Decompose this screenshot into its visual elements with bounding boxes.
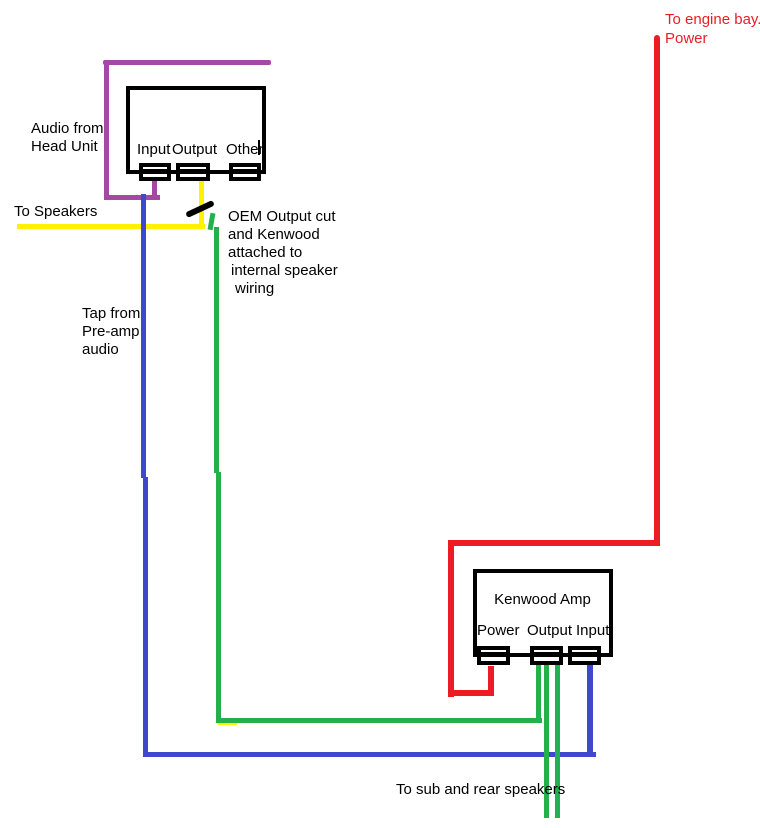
head-unit-box: Input Output Other bbox=[126, 86, 266, 174]
to-sub-label: To sub and rear speakers bbox=[396, 781, 566, 798]
blue-wire-upper-vertical bbox=[141, 194, 146, 478]
purple-wire-input-stub bbox=[152, 181, 157, 200]
audio-source-note: Audio from Head Unit bbox=[31, 120, 104, 156]
engine-bay-note-line1: To engine bay. bbox=[665, 11, 760, 28]
head-unit-port-label-input: Input bbox=[137, 141, 171, 158]
red-wire-main-vertical bbox=[654, 35, 660, 546]
engine-bay-note-line2: Power bbox=[665, 30, 708, 47]
head-unit-other-connector bbox=[229, 163, 261, 181]
purple-wire-bottom-horizontal bbox=[104, 195, 160, 200]
amp-output-connector bbox=[530, 646, 563, 665]
yellow-wire-horizontal bbox=[17, 224, 205, 229]
oem-cut-note-line1: OEM Output cut bbox=[228, 208, 336, 225]
head-unit-output-connector bbox=[176, 163, 210, 181]
green-wire-lower-vertical bbox=[216, 472, 221, 723]
red-wire-amp-power-stub bbox=[488, 666, 494, 694]
amp-title: Kenwood Amp bbox=[494, 591, 591, 608]
text-cursor bbox=[258, 140, 260, 155]
audio-source-note-line1: Audio from bbox=[31, 120, 104, 137]
amp-input-connector bbox=[568, 646, 601, 665]
red-wire-bottom-horizontal bbox=[449, 690, 494, 696]
green-wire-sub-line-1 bbox=[544, 663, 549, 818]
to-speakers-label: To Speakers bbox=[14, 203, 98, 220]
head-unit-port-label-output: Output bbox=[172, 141, 218, 158]
red-wire-left-vertical bbox=[448, 540, 454, 697]
head-unit-input-connector bbox=[139, 163, 171, 181]
preamp-tap-note-line2: Pre-amp bbox=[82, 323, 140, 340]
head-unit-port-label-other: Other bbox=[226, 141, 264, 158]
yellow-paint-artifact bbox=[218, 721, 237, 725]
oem-cut-note: OEM Output cut and Kenwood attached to i… bbox=[228, 208, 338, 298]
blue-wire-bottom-horizontal bbox=[143, 752, 596, 757]
blue-wire-lower-vertical bbox=[143, 477, 148, 757]
amp-port-label-output: Output bbox=[527, 622, 573, 639]
oem-cut-note-line5: wiring bbox=[235, 280, 275, 297]
green-wire-amp-output-stub bbox=[536, 663, 541, 721]
amp-port-label-power: Power bbox=[477, 622, 520, 639]
oem-cut-note-line4: internal speaker bbox=[231, 262, 338, 279]
purple-wire-left-vertical bbox=[104, 60, 109, 200]
preamp-tap-note-line3: audio bbox=[82, 341, 119, 358]
amp-port-label-input: Input bbox=[576, 622, 610, 639]
purple-wire-top-horizontal bbox=[103, 60, 271, 65]
blue-wire-amp-input-stub bbox=[587, 664, 593, 756]
preamp-tap-note: Tap from Pre-amp audio bbox=[82, 305, 140, 359]
green-wire-horizontal bbox=[216, 718, 542, 723]
audio-source-note-line2: Head Unit bbox=[31, 138, 98, 155]
oem-cut-note-line3: attached to bbox=[228, 244, 303, 261]
amp-power-connector bbox=[477, 646, 510, 665]
engine-bay-note: To engine bay. Power bbox=[665, 10, 760, 48]
green-wire-sub-line-2 bbox=[555, 663, 560, 818]
kenwood-amp-box: Kenwood Amp Power Output Input bbox=[473, 569, 613, 657]
green-wire-upper-vertical bbox=[214, 227, 219, 473]
red-wire-top-horizontal bbox=[448, 540, 660, 546]
preamp-tap-note-line1: Tap from bbox=[82, 305, 141, 322]
oem-cut-note-line2: and Kenwood bbox=[228, 226, 320, 243]
